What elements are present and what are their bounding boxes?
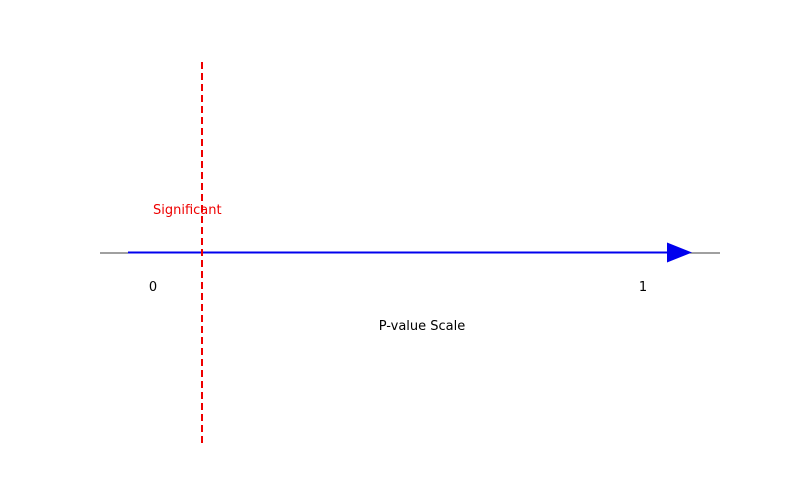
threshold-label: Significant <box>153 203 222 218</box>
scale-max-label: 1 <box>639 280 647 295</box>
scale-min-label: 0 <box>149 280 157 295</box>
scale-title: P-value Scale <box>379 319 466 334</box>
scale-arrow-head <box>667 242 692 263</box>
